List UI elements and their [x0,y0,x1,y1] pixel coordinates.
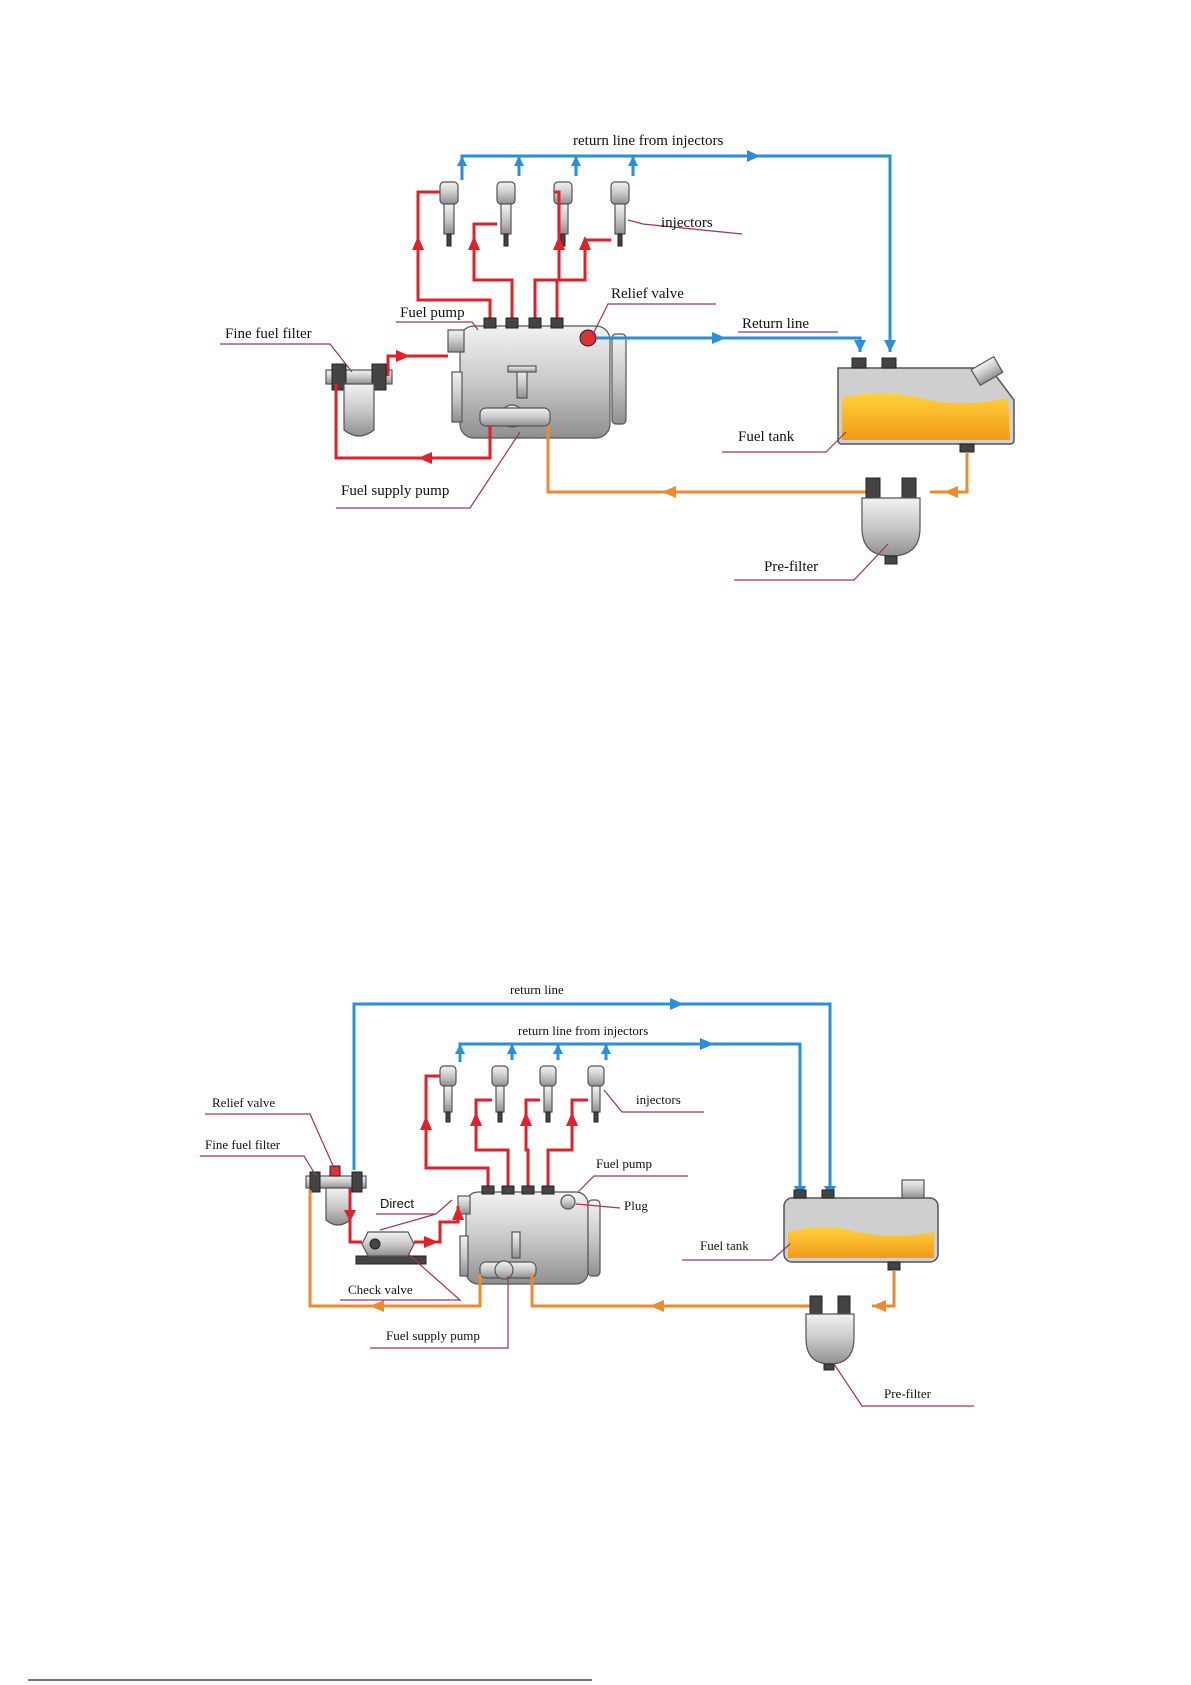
label-fine-fuel-filter: Fine fuel filter [205,1137,281,1152]
injectors-2 [440,1066,604,1122]
label-pre-filter: Pre-filter [884,1386,932,1401]
fuel-pump-2 [458,1186,600,1284]
pre-filter-1 [862,478,920,564]
injector-icon [492,1066,508,1122]
label-plug: Plug [624,1198,648,1213]
pre-filter-2 [806,1296,854,1370]
label-injectors: injectors [636,1092,681,1107]
injector-icon [440,1066,456,1122]
label-return-line: Return line [742,316,809,332]
fuel-pump-1 [448,318,626,438]
label-pre-filter: Pre-filter [764,559,818,575]
diagram-1: return line from injectors injectors Rel… [220,133,1014,580]
label-fuel-pump: Fuel pump [596,1156,652,1171]
label-return-line-from-injectors: return line from injectors [518,1023,648,1038]
label-fuel-pump: Fuel pump [400,305,465,321]
return-line-1 [596,332,866,352]
injectors-1 [440,182,629,246]
diagram-2: return line return line from injectors i… [200,982,974,1406]
label-fuel-tank: Fuel tank [738,429,795,445]
injector-icon [611,182,629,246]
return-line-from-injectors-1 [457,150,896,352]
check-valve-2 [356,1232,426,1264]
label-relief-valve: Relief valve [212,1095,275,1110]
fuel-tank-1 [838,357,1014,452]
label-return-line: return line [510,982,564,997]
label-check-valve: Check valve [348,1282,413,1297]
injector-icon [540,1066,556,1122]
injector-icon [588,1066,604,1122]
label-injectors: injectors [661,215,713,231]
fuel-tank-2 [784,1180,938,1270]
label-direct: Direct [380,1196,414,1211]
injector-icon [440,182,458,246]
label-fuel-tank: Fuel tank [700,1238,749,1253]
label-return-line-from-injectors: return line from injectors [573,133,724,149]
label-fuel-supply-pump: Fuel supply pump [341,483,449,499]
injector-icon [497,182,515,246]
label-relief-valve: Relief valve [611,286,684,302]
label-fine-fuel-filter: Fine fuel filter [225,326,312,342]
label-fuel-supply-pump: Fuel supply pump [386,1328,480,1343]
